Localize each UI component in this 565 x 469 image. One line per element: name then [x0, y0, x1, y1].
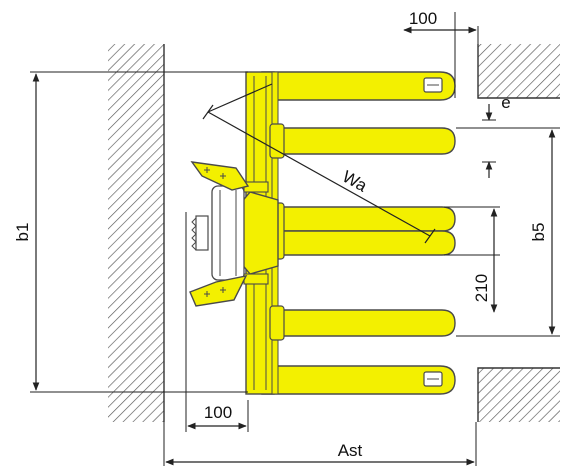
top-right-wall — [478, 44, 560, 98]
wheel-marks — [204, 167, 226, 297]
fork-4 — [275, 309, 456, 337]
e-label: e — [501, 93, 510, 112]
wa-arm — [207, 83, 273, 113]
gap-bottom-label: 100 — [204, 403, 232, 422]
wa-dimension — [207, 111, 431, 237]
b5-label: b5 — [529, 223, 548, 242]
chassis — [191, 181, 279, 285]
bottom-right-wall — [478, 368, 560, 422]
wa-ticks — [202, 104, 436, 244]
ast-label: Ast — [338, 441, 363, 460]
motor-cap — [195, 215, 209, 251]
gap-top-label: 100 — [409, 9, 437, 28]
battery-box — [211, 185, 245, 281]
spacing-label: 210 — [472, 274, 491, 302]
left-wall — [108, 44, 164, 422]
walls — [108, 44, 560, 422]
inner-forks — [275, 127, 456, 337]
bottom-outer-fork — [261, 365, 456, 395]
fork-2 — [275, 206, 456, 232]
motor-housing — [239, 191, 279, 275]
dimension-lines — [32, 26, 556, 466]
extension-lines — [30, 12, 560, 466]
outer-forks — [261, 71, 456, 395]
wa-label: Wa — [339, 167, 370, 196]
fork-rollers — [423, 77, 443, 387]
lower-wheel-arm — [189, 275, 248, 307]
fork-1 — [275, 127, 456, 155]
b1-label: b1 — [13, 223, 32, 242]
